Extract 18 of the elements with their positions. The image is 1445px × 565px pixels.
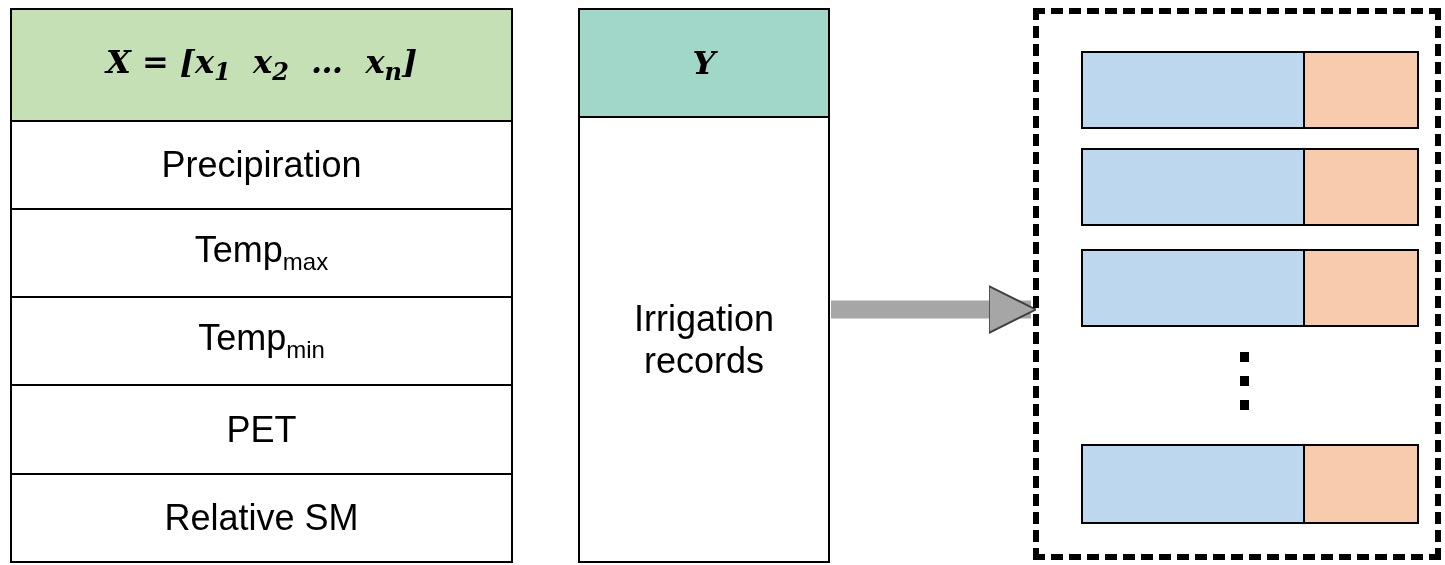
data-segment [1081,444,1305,524]
target-cell: Irrigation records [578,116,830,563]
data-segment [1303,444,1419,524]
data-segment [1081,51,1305,129]
variable-cell: Temp$_{max}$ [10,208,513,298]
data-segment [1081,249,1305,327]
data-segment [1303,148,1419,226]
variable-cell: Relative SM [10,473,513,563]
data-segment [1303,249,1419,327]
variable-cell: Precipiration [10,120,513,210]
arrow [831,285,1037,334]
header-cell: X = [x$_{1}$ x$_{2}$ … x$_{n}$] [10,8,513,122]
variable-cell: Temp$_{min}$ [10,296,513,386]
data-segment [1081,148,1305,226]
variable-cell: PET [10,384,513,475]
header-cell: Y [578,8,830,118]
dashed-frame [1033,8,1441,560]
data-segment [1303,51,1419,129]
